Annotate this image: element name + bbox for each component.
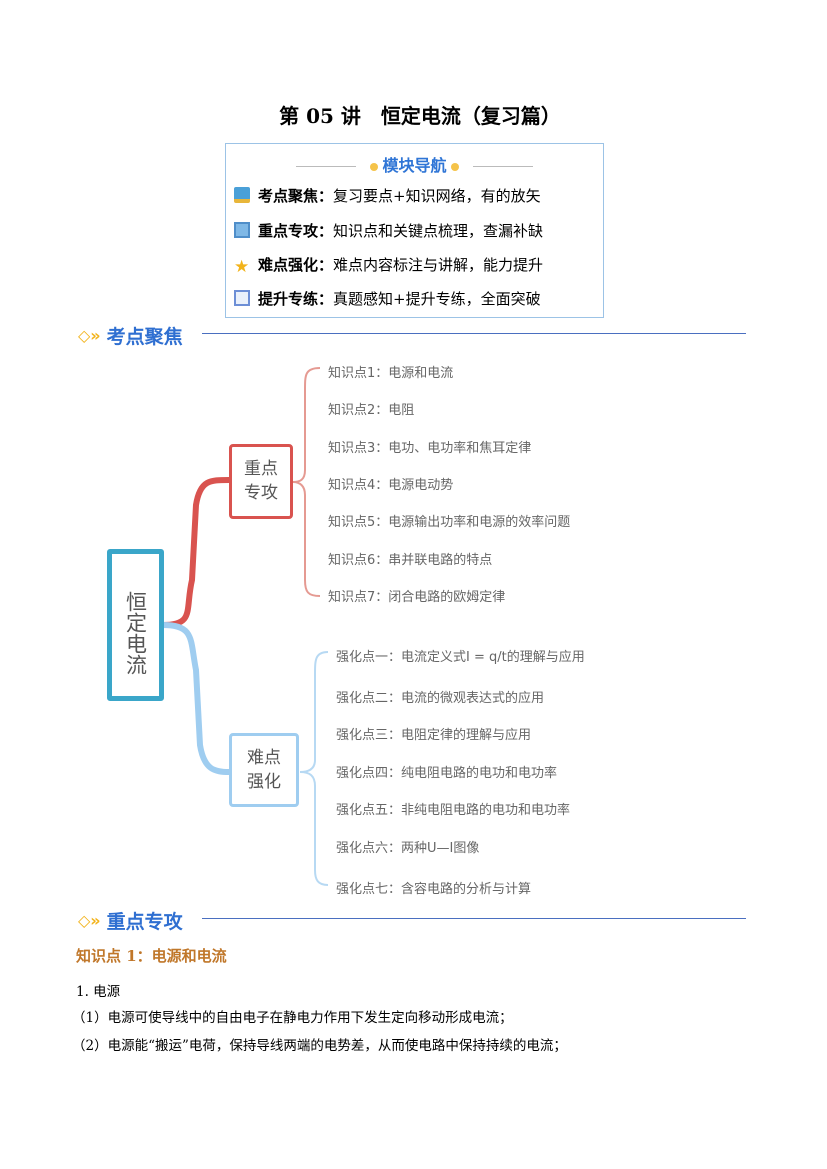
mindmap-connectors (162, 367, 329, 886)
mindmap-item: 强化点三：电阻定律的理解与应用 (336, 728, 532, 743)
diamond-arrow-icon: ◇» (78, 326, 101, 345)
page-title: 第 05 讲 恒定电流（复习篇） (279, 104, 561, 128)
nav-row: ★难点强化：难点内容标注与讲解，能力提升 (234, 256, 544, 277)
diamond-arrow-icon: ◇» (78, 911, 101, 930)
paragraph: （2）电源能“搬运”电荷，保持导线两端的电势差，从而使电路中保持持续的电流； (72, 1038, 567, 1054)
mindmap-item: 强化点二：电流的微观表达式的应用 (336, 691, 545, 706)
mindmap-item: 知识点1：电源和电流 (328, 366, 454, 381)
mindmap-root: 恒定电流 (107, 549, 164, 701)
section-header-focus: ◇»考点聚焦 (78, 326, 183, 348)
divider (202, 333, 746, 334)
nav-row: 提升专练：真题感知+提升专练，全面突破 (234, 288, 541, 309)
paragraph: （1）电源可使导线中的自由电子在静电力作用下发生定向移动形成电流； (72, 1010, 513, 1026)
nav-row: 考点聚焦：复习要点+知识网络，有的放矢 (234, 185, 541, 206)
section-header-key: ◇»重点专攻 (78, 911, 183, 933)
mindmap-item: 知识点2：电阻 (328, 403, 415, 418)
mindmap-item: 强化点一：电流定义式I = q/t的理解与应用 (336, 650, 585, 665)
nav-row: 重点专攻：知识点和关键点梳理，查漏补缺 (234, 220, 543, 241)
mindmap-branch-key: 重点专攻 (229, 444, 293, 519)
mindmap-item: 知识点7：闭合电路的欧姆定律 (328, 590, 506, 605)
paragraph: 1. 电源 (76, 984, 121, 1000)
mindmap-item: 强化点六：两种U—I图像 (336, 841, 480, 856)
mindmap-item: 知识点6：串并联电路的特点 (328, 553, 493, 568)
map-icon (234, 187, 250, 203)
book-icon (234, 222, 250, 238)
nav-heading: 模块导航 (226, 152, 603, 176)
divider (202, 918, 746, 919)
module-nav-box: 模块导航 考点聚焦：复习要点+知识网络，有的放矢 重点专攻：知识点和关键点梳理，… (225, 143, 604, 318)
knowledge-point-heading: 知识点 1：电源和电流 (76, 947, 227, 965)
mindmap-item: 强化点七：含容电路的分析与计算 (336, 882, 532, 897)
tablet-icon (234, 290, 250, 306)
mindmap-branch-hard: 难点强化 (229, 733, 299, 807)
mindmap-item: 强化点五：非纯电阻电路的电功和电功率 (336, 803, 571, 818)
mindmap-item: 强化点四：纯电阻电路的电功和电功率 (336, 766, 558, 781)
mindmap-item: 知识点3：电功、电功率和焦耳定律 (328, 441, 532, 456)
star-icon: ★ (234, 257, 250, 277)
mindmap-item: 知识点4：电源电动势 (328, 478, 454, 493)
mindmap-item: 知识点5：电源输出功率和电源的效率问题 (328, 515, 571, 530)
